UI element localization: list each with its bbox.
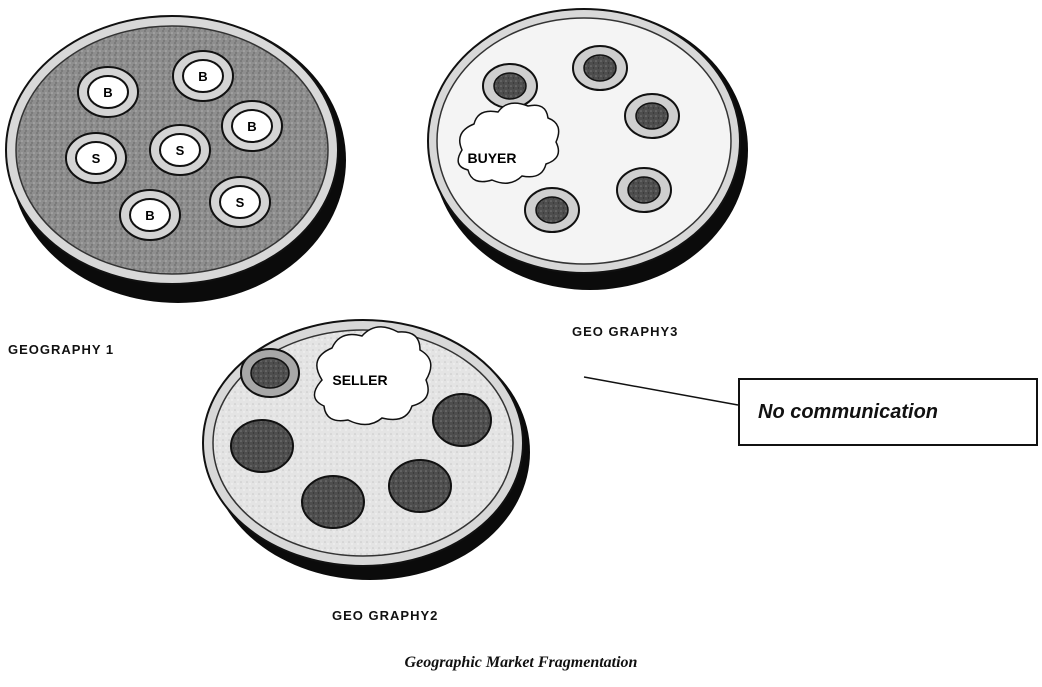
market-participant-node (625, 94, 679, 138)
svg-text:B: B (145, 208, 154, 223)
market-participant-node (617, 168, 671, 212)
market-participant-node (231, 420, 293, 472)
svg-text:B: B (247, 119, 256, 134)
callout-text: No communication (758, 401, 938, 424)
buyer-node: B (78, 67, 138, 117)
svg-text:SELLER: SELLER (332, 372, 387, 388)
market-participant-node (389, 460, 451, 512)
geography-1-label: GEOGRAPHY 1 (8, 342, 114, 357)
market-participant-node (483, 64, 537, 108)
connector-line (584, 377, 738, 405)
figure-caption: Geographic Market Fragmentation (0, 654, 1042, 672)
market-participant-node (302, 476, 364, 528)
market-participant-node (241, 349, 299, 397)
svg-text:B: B (198, 69, 207, 84)
market-participant-node (573, 46, 627, 90)
buyer-node: B (222, 101, 282, 151)
geography-3-label: GEO GRAPHY3 (572, 324, 678, 339)
market-participant-node (433, 394, 491, 446)
buyer-node: B (120, 190, 180, 240)
seller-node: S (150, 125, 210, 175)
svg-text:S: S (176, 143, 185, 158)
svg-text:S: S (236, 195, 245, 210)
svg-text:BUYER: BUYER (467, 150, 516, 166)
buyer-node: B (173, 51, 233, 101)
seller-node: S (210, 177, 270, 227)
seller-node: S (66, 133, 126, 183)
market-participant-node (525, 188, 579, 232)
geography-2-label: GEO GRAPHY2 (332, 608, 438, 623)
svg-text:B: B (103, 85, 112, 100)
svg-text:S: S (92, 151, 101, 166)
no-communication-callout: No communication (738, 378, 1038, 446)
